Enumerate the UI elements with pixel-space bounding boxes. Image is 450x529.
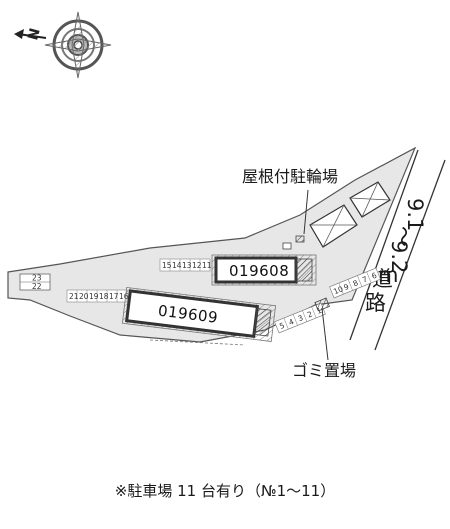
parking-slot-number: 7 bbox=[361, 274, 369, 284]
parking-slot-number: 6 bbox=[370, 271, 378, 281]
building-019609: 019609 bbox=[121, 287, 277, 342]
parking-slot-number: 10 bbox=[332, 284, 344, 296]
parking-slot-number: 9 bbox=[342, 282, 350, 292]
garbage-area bbox=[314, 297, 330, 312]
parking-slot-number: 12 bbox=[192, 261, 202, 270]
parking-footnote: ※駐車場 11 台有り（№1〜11） bbox=[114, 482, 336, 500]
bicycle-parking bbox=[309, 181, 391, 248]
compass-icon: N bbox=[14, 11, 112, 79]
compass-north-label: N bbox=[25, 27, 43, 42]
parking-slot-number: 5 bbox=[278, 321, 286, 331]
parking-slot-number: 16 bbox=[119, 292, 129, 301]
lot-dash-line bbox=[149, 339, 246, 346]
parking-lower-row: 21 20 19 18 17 16 bbox=[66, 289, 129, 303]
small-box bbox=[282, 242, 292, 250]
parking-slot-number: 19 bbox=[89, 292, 99, 301]
parking-left-slots: 23 22 bbox=[19, 274, 51, 291]
parking-slot-number: 14 bbox=[172, 261, 182, 270]
parking-slot-number: 11 bbox=[202, 261, 212, 270]
road-line-inner bbox=[349, 149, 419, 341]
parking-slot-number: 20 bbox=[79, 292, 89, 301]
building-id: 019608 bbox=[229, 262, 289, 280]
bicycle-leader-line bbox=[303, 189, 309, 235]
parking-slot-number: 3 bbox=[297, 313, 305, 323]
parking-slot-number: 8 bbox=[352, 278, 360, 288]
parking-slot-number: 4 bbox=[287, 317, 295, 327]
parking-slot-number: 13 bbox=[182, 261, 192, 270]
bicycle-parking-label: 屋根付駐輪場 bbox=[242, 167, 338, 186]
building-019608: 019608 bbox=[211, 254, 317, 286]
road-width-part: 路 bbox=[365, 291, 386, 315]
road-width-part: m bbox=[378, 263, 398, 287]
parking-right-column: 10 9 8 7 6 bbox=[329, 267, 381, 299]
road-width-part: 9.1 bbox=[403, 198, 427, 231]
road-line-outer bbox=[374, 159, 446, 351]
road-width-part: 9.2 bbox=[387, 240, 411, 273]
road-width-part: 〜 bbox=[391, 226, 415, 247]
parking-slot-number: 23 bbox=[32, 274, 42, 283]
garbage-label: ゴミ置場 bbox=[292, 361, 356, 380]
parking-slot-number: 21 bbox=[69, 292, 79, 301]
garbage-leader-line bbox=[321, 307, 329, 361]
parking-slot-number: 2 bbox=[306, 309, 314, 319]
road-width-label: 9.1 〜 9.2 m 道 路 bbox=[365, 198, 427, 315]
parking-slot-number: 18 bbox=[99, 292, 109, 301]
parking-slot-number: 17 bbox=[109, 292, 119, 301]
parking-slot-number: 22 bbox=[32, 282, 42, 291]
small-box bbox=[295, 235, 305, 243]
parking-slot-number: 15 bbox=[162, 261, 172, 270]
parking-upper-row: 15 14 13 12 11 bbox=[159, 258, 212, 272]
